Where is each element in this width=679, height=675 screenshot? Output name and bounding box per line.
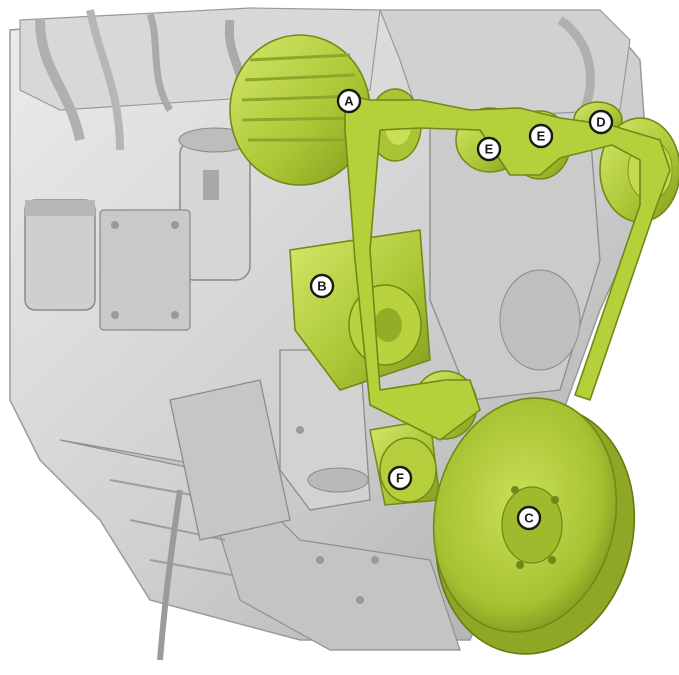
svg-text:E: E — [485, 142, 494, 157]
svg-text:B: B — [317, 279, 326, 294]
callout-e-right: E — [528, 123, 554, 149]
callout-e-left: E — [476, 136, 502, 162]
svg-text:C: C — [524, 511, 534, 526]
svg-text:F: F — [396, 471, 404, 486]
serpentine-belt — [344, 94, 671, 441]
callout-f: F — [387, 465, 413, 491]
callout-c: C — [516, 505, 542, 531]
callout-d: D — [588, 109, 614, 135]
svg-text:A: A — [344, 94, 354, 109]
callout-a: A — [336, 88, 362, 114]
svg-text:E: E — [537, 129, 546, 144]
svg-text:D: D — [596, 115, 605, 130]
callout-b: B — [309, 273, 335, 299]
